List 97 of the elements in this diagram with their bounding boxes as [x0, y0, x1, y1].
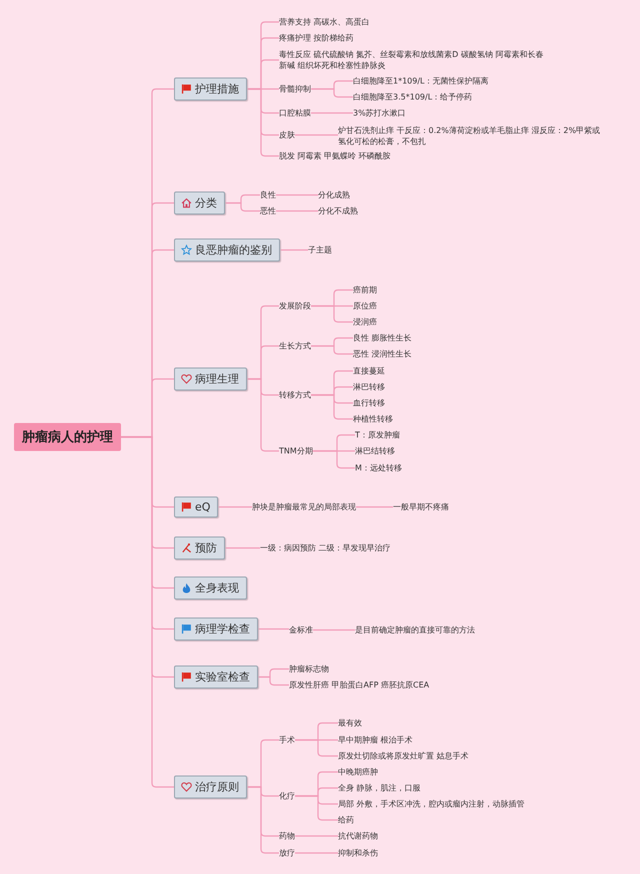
connector-line — [295, 134, 338, 136]
subtopic-text: 化疗 — [279, 790, 295, 802]
connector-line — [295, 852, 338, 854]
subtopic-text: 一般早期不疼痛 — [393, 502, 449, 512]
subtopic-text: 是目前确定肿瘤的直接可靠的方法 — [355, 624, 475, 636]
subtopic-text: 炉甘石洗剂止痒 干反应：0.2%薄荷淀粉或羊毛脂止痒 湿反应：2%甲紫或氢化可松的松膏，不包扎 — [338, 125, 606, 147]
topic-label: 病理学检查 — [195, 622, 250, 636]
subtopic-text: 金标准 — [289, 624, 313, 636]
topic-box — [174, 666, 258, 688]
subtopic-text: 骨髓抑制 — [279, 84, 311, 94]
connector-line — [225, 547, 260, 549]
connector-line — [280, 249, 308, 251]
connector-line — [311, 305, 353, 323]
topic-label: 全身表现 — [195, 580, 239, 596]
subtopic-text: 浸润癌 — [353, 316, 377, 328]
topic-box — [174, 536, 225, 560]
subtopic-text: 原位癌 — [353, 300, 377, 312]
subtopic-text: 脱发 阿霉素 甲氨蝶呤 环磷酰胺 — [279, 150, 391, 162]
topic-box — [174, 192, 225, 214]
subtopic-text: 放疗 — [279, 848, 295, 858]
subtopic-text: 营养支持 高碳水、高蛋白 — [279, 16, 370, 28]
topic-box — [174, 576, 247, 600]
connector-line — [295, 835, 338, 837]
topic-box — [174, 496, 218, 518]
connector-line — [247, 786, 279, 854]
topic-label: 护理措施 — [195, 82, 239, 96]
topic-box — [174, 78, 247, 100]
subtopic-text: 给药 — [338, 814, 354, 826]
subtopic-text: 淋巴转移 — [353, 382, 385, 392]
topic-label: 预防 — [195, 540, 217, 556]
subtopic-text: 毒性反应 硫代硫酸钠 氮芥、丝裂霉素和放线菌素D 碳酸氢钠 阿霉素和长春新碱 组织坏死和栓塞性静脉炎 — [279, 49, 551, 71]
topic-label: 分类 — [195, 196, 217, 210]
connector-line — [295, 795, 338, 821]
subtopic-text: T：原发肿瘤 — [355, 430, 400, 440]
subtopic-text: 药物 — [279, 830, 295, 842]
subtopic-text: 抑制和杀伤 — [338, 848, 378, 858]
subtopic-text: 良性 膨胀性生长 — [353, 332, 412, 344]
topic-label: 治疗原则 — [195, 780, 239, 794]
subtopic-text: 生长方式 — [279, 340, 311, 352]
topic-box — [174, 618, 258, 640]
subtopic-text: TNM分期 — [279, 446, 313, 456]
subtopic-text: 原发灶切除或将原发灶旷置 姑息手术 — [338, 750, 469, 762]
topic-label: 病理生理 — [195, 372, 239, 386]
connector-line — [311, 112, 353, 114]
subtopic-text: 发展阶段 — [279, 300, 311, 312]
subtopic-text: 肿块是肿瘤最常见的局部表现 — [252, 502, 356, 512]
subtopic-text: 原发性肝癌 甲胎蛋白AFP 癌胚抗原CEA — [289, 680, 430, 690]
subtopic-text: 手术 — [279, 734, 295, 746]
topic-box — [174, 238, 280, 262]
connector-line — [295, 739, 338, 757]
connector-line — [247, 378, 279, 452]
subtopic-text: 癌前期 — [353, 284, 377, 296]
subtopic-text: 恶性 浸润性生长 — [353, 348, 412, 360]
connector-line — [276, 194, 318, 196]
subtopic-text: 血行转移 — [353, 398, 385, 408]
subtopic-text: 早中期肿瘤 根治手术 — [338, 734, 413, 746]
subtopic-text: 转移方式 — [279, 390, 311, 400]
subtopic-text: 全身 静脉，肌注，口服 — [338, 782, 421, 794]
subtopic-text: 中晚期癌肿 — [338, 766, 378, 778]
topic-label: eQ — [195, 500, 210, 514]
topic-box — [174, 368, 247, 390]
subtopic-text: 一级：病因预防 二级：早发现早治疗 — [260, 542, 391, 554]
connector-line — [258, 676, 289, 686]
subtopic-text: 种植性转移 — [353, 414, 393, 424]
subtopic-text: 口腔粘膜 — [279, 108, 311, 118]
central-topic: 肿瘤病人的护理 — [14, 423, 121, 451]
topic-label: 实验室检查 — [195, 670, 250, 684]
subtopic-text: 子主题 — [308, 244, 332, 256]
subtopic-text: M：远处转移 — [355, 462, 402, 474]
topic-box — [174, 776, 247, 798]
subtopic-text: 疼痛护理 按阶梯给药 — [279, 32, 354, 44]
subtopic-text: 良性 — [260, 190, 276, 200]
subtopic-text: 最有效 — [338, 718, 362, 728]
subtopic-text: 恶性 — [260, 206, 276, 216]
connector-line — [258, 628, 289, 630]
connector-line — [312, 450, 355, 469]
connector-line — [276, 210, 318, 212]
subtopic-text: 分化成熟 — [318, 190, 350, 200]
connector-line — [311, 345, 353, 355]
connector-line — [218, 506, 252, 508]
subtopic-text: 抗代谢药物 — [338, 830, 378, 842]
connector-line — [313, 629, 355, 631]
subtopic-text: 白细胞降至3.5*109/L：给予停药 — [353, 92, 472, 102]
subtopic-text: 肿瘤标志物 — [289, 664, 329, 674]
connector-line — [311, 394, 353, 420]
connector-line — [311, 88, 353, 98]
topic-label: 良恶肿瘤的鉴别 — [195, 242, 272, 258]
connector-line — [225, 202, 260, 212]
subtopic-text: 分化不成熟 — [318, 206, 358, 216]
connector-line — [247, 88, 279, 157]
subtopic-text: 3%苏打水漱口 — [353, 108, 406, 118]
subtopic-text: 皮肤 — [279, 130, 295, 140]
subtopic-text: 白细胞降至1*109/L：无菌性保护隔离 — [353, 76, 489, 86]
subtopic-text: 淋巴结转移 — [355, 446, 395, 456]
connector-line — [356, 506, 393, 508]
subtopic-text: 直接蔓延 — [353, 366, 385, 376]
subtopic-text: 局部 外敷，手术区冲洗，腔内或瘤内注射，动脉插管 — [338, 798, 525, 810]
